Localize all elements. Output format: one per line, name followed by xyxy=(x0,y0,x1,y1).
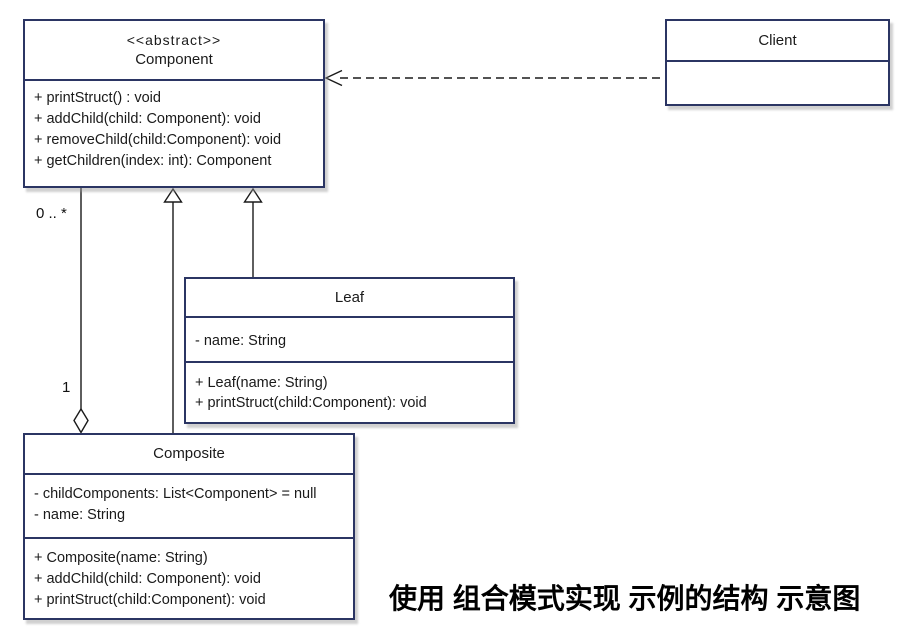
diagram-caption: 使用 组合模式实现 示例的结构 示意图 xyxy=(389,583,861,614)
method-item: + addChild(child: Component): void xyxy=(34,571,261,587)
method-item: + Composite(name: String) xyxy=(34,550,208,566)
attribute-item: - name: String xyxy=(195,333,287,349)
generalization-triangle-icon xyxy=(243,187,263,203)
method-item: + printStruct(child:Component): void xyxy=(34,592,266,608)
class-client: Client xyxy=(665,19,890,106)
class-leaf-header: Leaf xyxy=(186,279,513,318)
leaf-class-name: Leaf xyxy=(334,288,365,306)
multiplicity-parent-label: 1 xyxy=(62,379,71,396)
method-item: + printStruct() : void xyxy=(34,90,161,106)
attribute-item: - name: String xyxy=(34,507,126,523)
client-class-name: Client xyxy=(758,31,797,49)
multiplicity-child-label: 0 .. * xyxy=(36,205,67,222)
class-composite-header: Composite xyxy=(25,435,353,475)
class-component: <<abstract>> Component + printStruct() :… xyxy=(23,19,325,188)
class-composite: Composite - childComponents: List<Compon… xyxy=(23,433,355,620)
class-component-header: <<abstract>> Component xyxy=(25,21,323,81)
class-client-body-empty xyxy=(667,62,888,104)
composite-class-name: Composite xyxy=(153,445,225,462)
class-leaf: Leaf - name: String + Leaf(name: String)… xyxy=(184,277,515,424)
dependency-open-arrow-icon xyxy=(324,69,343,87)
component-stereotype: <<abstract>> xyxy=(126,31,222,48)
aggregation-diamond-icon xyxy=(73,407,89,434)
method-item: + Leaf(name: String) xyxy=(195,375,328,391)
class-composite-methods: + Composite(name: String) + addChild(chi… xyxy=(25,539,353,618)
method-item: + removeChild(child:Component): void xyxy=(34,132,282,148)
class-client-header: Client xyxy=(667,21,888,62)
method-item: + addChild(child: Component): void xyxy=(34,111,261,127)
class-component-methods: + printStruct() : void + addChild(child:… xyxy=(25,81,323,172)
attribute-item: - childComponents: List<Component> = nul… xyxy=(34,486,317,502)
class-leaf-methods: + Leaf(name: String) + printStruct(child… xyxy=(186,363,513,422)
method-item: + getChildren(index: int): Component xyxy=(34,153,272,169)
class-leaf-attributes: - name: String xyxy=(186,318,513,363)
generalization-triangle-icon xyxy=(163,187,183,203)
class-composite-attributes: - childComponents: List<Component> = nul… xyxy=(25,475,353,539)
method-item: + printStruct(child:Component): void xyxy=(195,395,427,411)
component-class-name: Component xyxy=(135,50,213,68)
